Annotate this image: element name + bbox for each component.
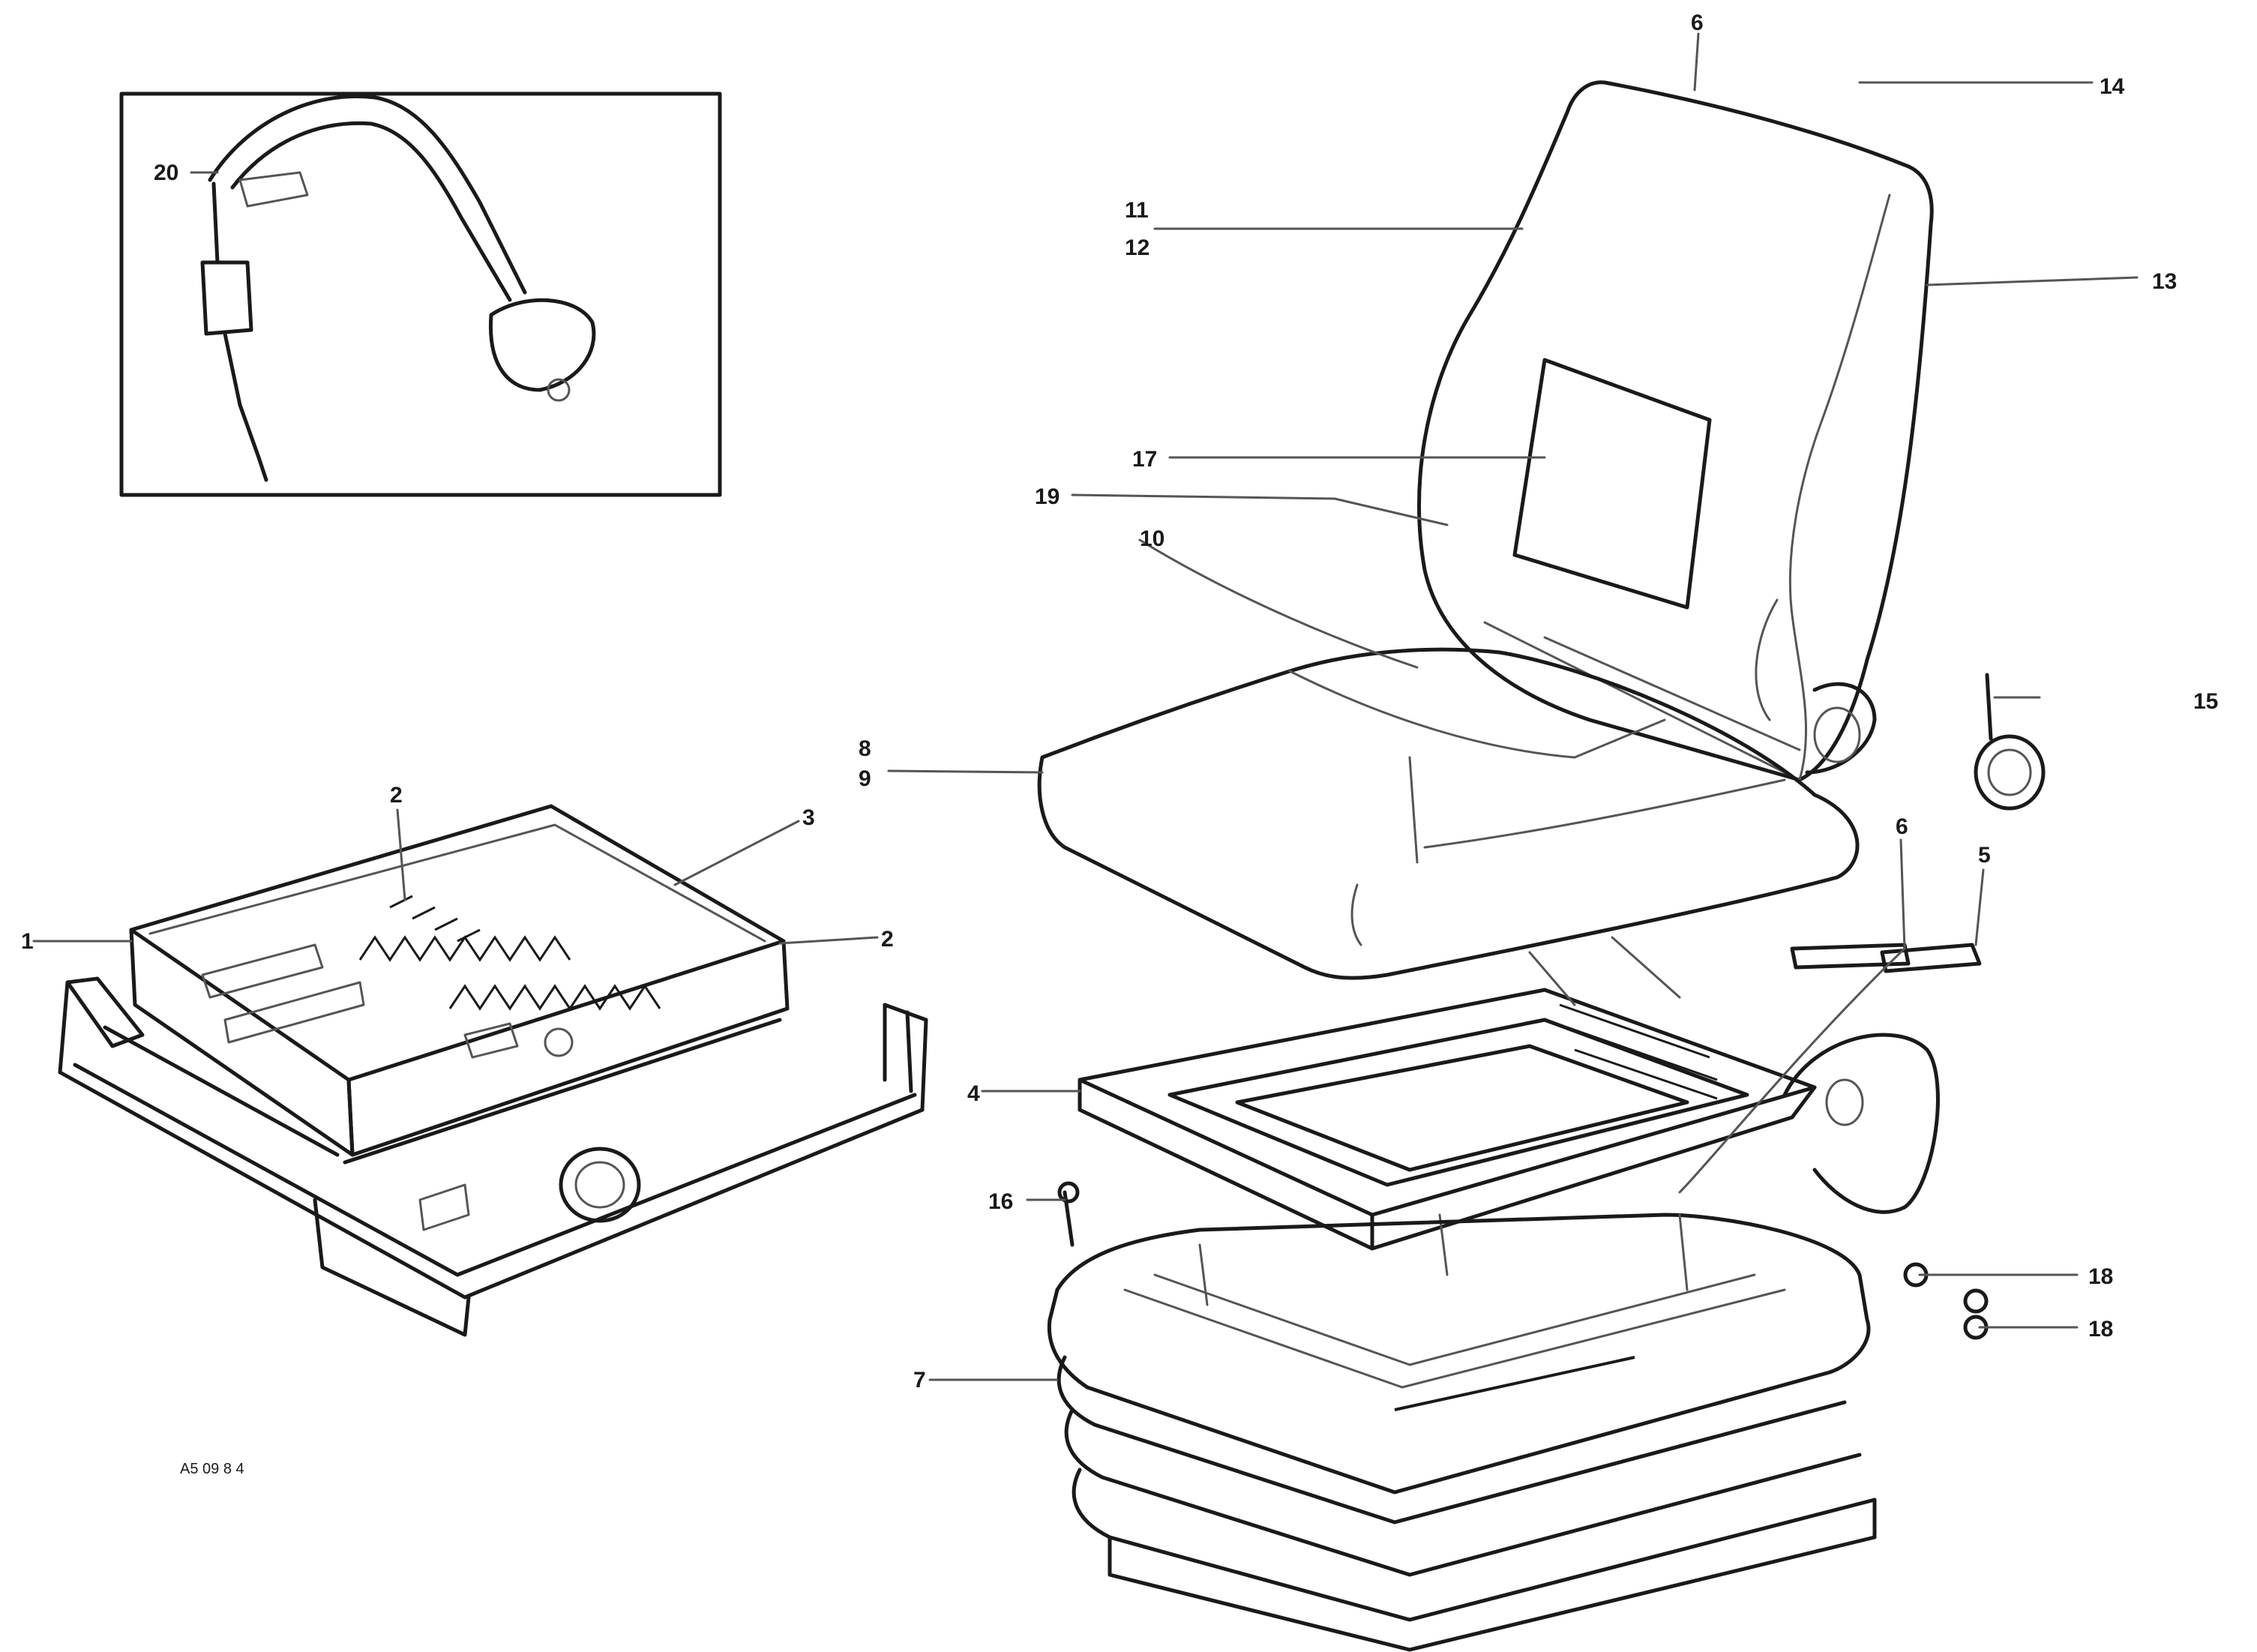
callout-16: 16	[988, 1189, 1013, 1214]
slide-rail-base	[58, 980, 928, 1300]
seat-belt-inset	[119, 91, 722, 497]
belt-buckle	[200, 260, 253, 336]
spring-upper	[358, 935, 571, 962]
callout-7: 7	[913, 1368, 926, 1393]
callout-labels: 1 2 2 3 4 8 9 6 5 7 6 11 12 13 14 15 17 …	[21, 10, 2218, 1477]
bellows-top	[1055, 1213, 1871, 1375]
washer-part-6	[1880, 943, 1982, 973]
callout-14: 14	[2100, 74, 2125, 99]
callout-9: 9	[859, 766, 871, 791]
callout-15: 15	[2193, 689, 2218, 714]
backrest-outline	[1417, 80, 1934, 782]
frame-lever-housing	[1782, 1033, 1940, 1214]
callout-12: 12	[1125, 235, 1149, 260]
leader-lines	[32, 32, 2139, 1381]
callout-4: 4	[967, 1081, 980, 1106]
callout-2a: 2	[390, 783, 403, 808]
callout-18b: 18	[2088, 1317, 2113, 1342]
callout-6b: 6	[1691, 10, 1704, 35]
seat-frame	[1078, 936, 1940, 1276]
bolt-part-5	[1790, 943, 1911, 970]
adjuster-knob	[559, 1147, 641, 1223]
callout-8: 8	[859, 736, 871, 761]
callout-2b: 2	[881, 927, 894, 952]
callout-11: 11	[1125, 198, 1149, 223]
callout-6a: 6	[1896, 814, 1908, 839]
callout-5: 5	[1978, 843, 1991, 868]
belt-anchor	[488, 298, 596, 392]
seat-back	[1417, 80, 1934, 782]
spring-lower	[448, 984, 661, 1011]
screw-part-16	[1057, 1181, 1080, 1247]
callout-17: 17	[1132, 447, 1157, 472]
recline-handle	[1805, 682, 1877, 775]
callout-3: 3	[802, 805, 815, 830]
handwheel-part-15	[1974, 673, 2046, 811]
callout-18a: 18	[2088, 1264, 2113, 1289]
suspension-bellows	[1047, 1213, 1877, 1652]
seat-cushion	[1037, 647, 1860, 980]
drawing-code: A5 09 8 4	[180, 1461, 244, 1477]
inset-frame	[119, 91, 722, 497]
cushion-outline	[1037, 647, 1860, 980]
callout-13: 13	[2152, 269, 2177, 294]
seat-belt-drawing	[200, 94, 596, 482]
callout-20: 20	[154, 160, 178, 185]
callout-19: 19	[1035, 484, 1060, 509]
lumbar-pad	[1512, 358, 1712, 610]
callout-10: 10	[1140, 526, 1164, 551]
seat-suspension-assembly	[58, 804, 928, 1337]
callout-1: 1	[21, 929, 34, 954]
